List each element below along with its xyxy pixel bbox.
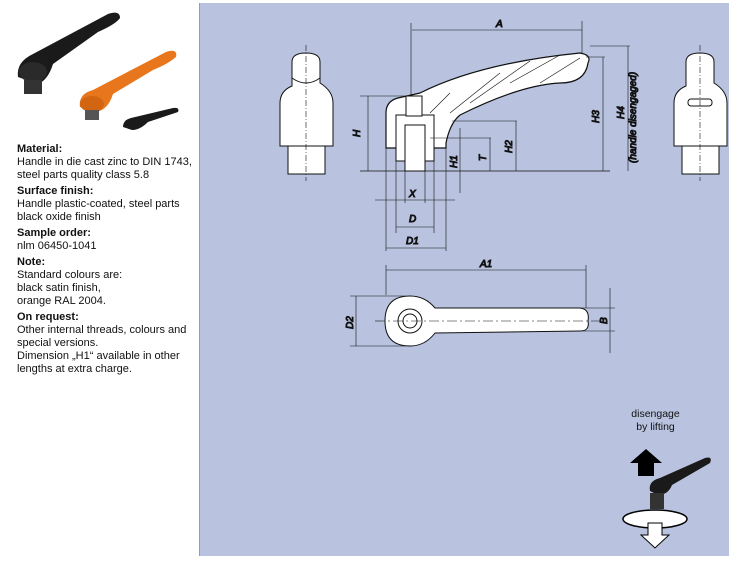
dim-A1: A1 — [479, 259, 492, 270]
front-section-view — [360, 21, 630, 251]
spec-line: nlm 06450-1041 — [17, 240, 97, 252]
hint-line: by lifting — [636, 421, 675, 433]
spec-line: black oxide finish — [17, 211, 101, 223]
spec-line: Handle plastic-coated, steel parts — [17, 198, 180, 210]
hint-line: disengage — [631, 408, 680, 420]
dim-X: X — [408, 189, 416, 200]
dim-H3: H3 — [591, 110, 602, 123]
spec-line: special versions. — [17, 337, 99, 349]
spec-line: steel parts quality class 5.8 — [17, 169, 150, 181]
dim-H1: H1 — [449, 155, 460, 168]
spec-heading: Material: — [17, 143, 63, 155]
dim-H4: H4 — [616, 106, 627, 119]
product-photo — [17, 12, 179, 130]
dim-D1: D1 — [406, 236, 419, 247]
technical-drawing: A H H1 T H2 H3 H4 (handle disengaged) X … — [279, 19, 728, 549]
dim-handle-disengaged: (handle disengaged) — [628, 72, 639, 163]
spec-line: lengths at extra charge. — [17, 363, 132, 375]
dim-A: A — [495, 19, 503, 30]
spec-line: orange RAL 2004. — [17, 295, 106, 307]
arrow-up-icon — [630, 449, 662, 476]
spec-heading: On request: — [17, 311, 79, 323]
side-view-left — [279, 45, 334, 181]
dim-T: T — [478, 154, 489, 161]
spec-heading: Surface finish: — [17, 185, 94, 197]
dim-D: D — [409, 214, 416, 225]
top-view — [350, 265, 615, 353]
disengage-illustration — [622, 449, 711, 549]
spec-line: Other internal threads, colours and — [17, 324, 187, 336]
spec-heading: Note: — [17, 256, 46, 268]
dim-B: B — [599, 317, 610, 324]
dim-H: H — [352, 129, 363, 137]
arrow-down-icon — [639, 522, 671, 549]
spec-line: Dimension „H1“ available in other — [17, 350, 180, 362]
dim-D2: D2 — [345, 316, 356, 329]
spec-line: Standard colours are: — [17, 269, 123, 281]
specification-text: Material:Handle in die cast zinc to DIN … — [17, 143, 197, 376]
spec-line: black satin finish, — [17, 282, 101, 294]
dim-H2: H2 — [504, 140, 515, 153]
technical-drawing-panel: A H H1 T H2 H3 H4 (handle disengaged) X … — [199, 3, 729, 556]
spec-line: Handle in die cast zinc to DIN 1743, — [17, 156, 192, 168]
side-view-right — [673, 45, 728, 181]
spec-heading: Sample order: — [17, 227, 91, 239]
